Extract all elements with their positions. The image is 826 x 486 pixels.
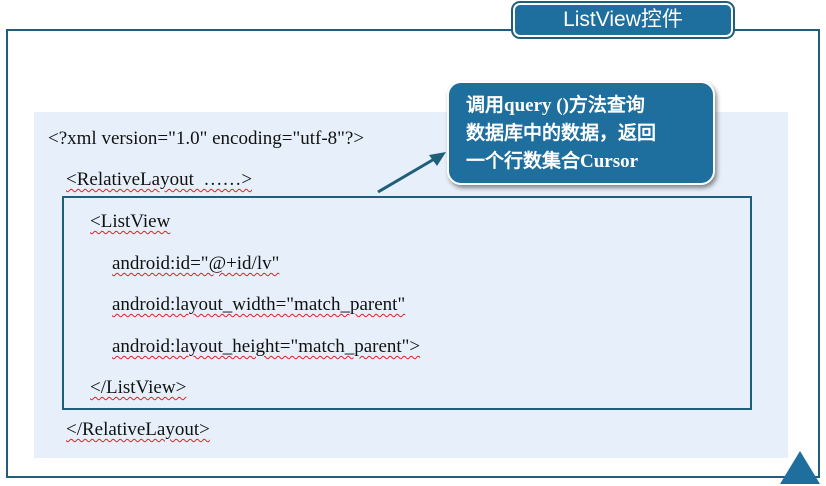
code-line-layout-height: android:layout_height="match_parent"> (112, 336, 421, 357)
callout-line-2: 数据库中的数据，返回 (466, 123, 657, 144)
pointer-arrow-icon (377, 152, 446, 194)
slide-frame (6, 29, 820, 478)
code-line-listview-open: <ListView (90, 211, 171, 232)
callout-bubble: 调用query ()方法查询 数据库中的数据，返回 一个行数集合Cursor (447, 81, 715, 185)
callout-line-3: 一个行数集合Cursor (466, 151, 639, 172)
callout-line-1: 调用query ()方法查询 (466, 95, 645, 116)
code-line-xml-declaration: <?xml version="1.0" encoding="utf-8"?> (48, 128, 365, 149)
slide-title: ListView控件 (513, 3, 733, 37)
code-line-listview-close: </ListView> (90, 377, 187, 398)
code-line-layout-width: android:layout_width="match_parent" (112, 294, 406, 315)
code-line-relativelayout-close: </RelativeLayout> (66, 419, 210, 440)
code-line-relativelayout-open: <RelativeLayout ……> (66, 169, 253, 190)
code-line-android-id: android:id="@+id/lv" (112, 253, 280, 274)
corner-triangle-icon (780, 451, 820, 484)
listview-highlight-box (62, 196, 752, 410)
